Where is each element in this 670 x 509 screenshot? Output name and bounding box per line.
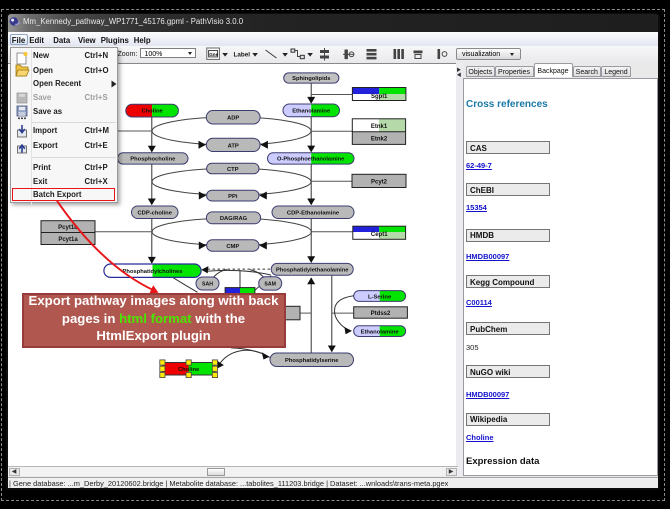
- svg-text:SAM: SAM: [264, 281, 276, 287]
- svg-text:Sgpl1: Sgpl1: [371, 94, 388, 100]
- svg-text:CDP-choline: CDP-choline: [137, 210, 172, 216]
- svg-text:CTP: CTP: [227, 167, 239, 173]
- svg-text:Ethanolamine: Ethanolamine: [361, 329, 400, 335]
- svg-text:Pcyt1b: Pcyt1b: [58, 225, 78, 231]
- svg-text:Etnk2: Etnk2: [371, 136, 388, 142]
- svg-text:O-Phosphoethanolamine: O-Phosphoethanolamine: [277, 156, 344, 162]
- svg-text:Ethanolamine: Ethanolamine: [292, 108, 331, 114]
- svg-text:Phosphatidylserine: Phosphatidylserine: [285, 358, 339, 364]
- svg-text:Etnk1: Etnk1: [371, 123, 388, 129]
- svg-text:Choline: Choline: [141, 108, 163, 114]
- svg-text:Phosphocholine: Phosphocholine: [130, 156, 176, 162]
- svg-text:Phosphatidylethanolamine: Phosphatidylethanolamine: [276, 267, 348, 273]
- svg-text:Choline: Choline: [178, 366, 200, 372]
- svg-text:Label: Label: [234, 51, 251, 58]
- svg-text:PPi: PPi: [228, 194, 238, 200]
- svg-text:ADP: ADP: [227, 115, 239, 121]
- svg-text:CDP-Ethanolamine: CDP-Ethanolamine: [287, 210, 340, 216]
- svg-text:Ptdss2: Ptdss2: [371, 310, 391, 316]
- svg-text:Pcyt1a: Pcyt1a: [58, 237, 78, 243]
- svg-text:Phosphatidylcholines: Phosphatidylcholines: [123, 269, 183, 275]
- svg-text:SAH: SAH: [202, 281, 213, 287]
- svg-text:DAG/RAG: DAG/RAG: [220, 216, 248, 222]
- svg-text:Gne: Gne: [209, 52, 218, 57]
- svg-text:L-Serine: L-Serine: [368, 294, 392, 300]
- svg-text:Pcyt2: Pcyt2: [371, 179, 388, 185]
- svg-text:Sphingolipids: Sphingolipids: [292, 76, 330, 82]
- svg-text:Cept1: Cept1: [371, 231, 388, 237]
- svg-text:CMP: CMP: [226, 243, 239, 249]
- svg-text:ATP: ATP: [228, 143, 239, 149]
